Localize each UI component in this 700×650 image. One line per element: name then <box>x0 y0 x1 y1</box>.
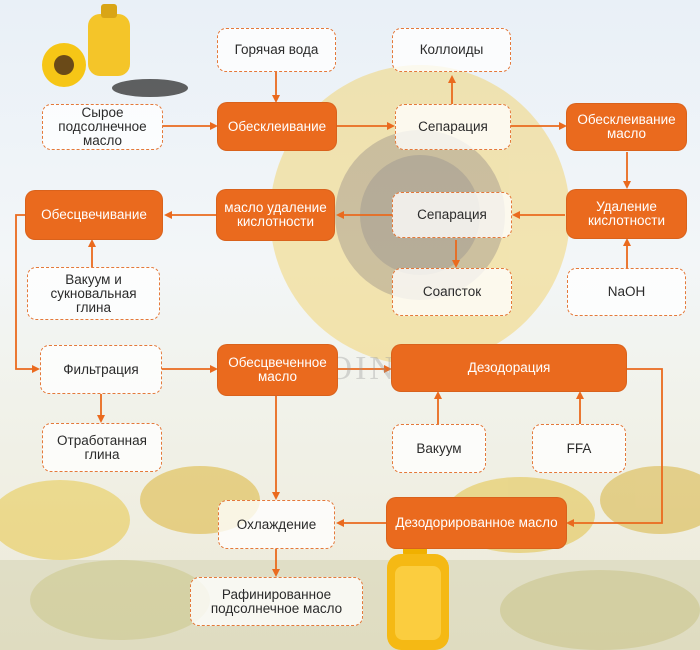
node-soapstock: Соапсток <box>392 268 512 316</box>
node-deodorized-oil: Дезодорированное масло <box>387 498 566 548</box>
node-colloids: Коллоиды <box>392 28 511 72</box>
node-refined-oil: Рафинированное подсолнечное масло <box>190 577 363 626</box>
node-cooling: Охлаждение <box>218 500 335 549</box>
node-acid-removal: Удаление кислотности <box>567 190 686 238</box>
arrowheads <box>32 75 631 577</box>
node-spent-clay: Отработанная глина <box>42 423 162 472</box>
node-degummed-oil: Обесклеивание масло <box>567 104 686 150</box>
node-ffa: FFA <box>532 424 626 473</box>
node-hot-water: Горячая вода <box>217 28 336 72</box>
node-crude-oil: Сырое подсолнечное масло <box>42 104 163 150</box>
connector-lines <box>15 72 663 572</box>
node-vacuum-clay: Вакуум и сукновальная глина <box>27 267 160 320</box>
node-degumming: Обесклеивание <box>218 103 336 150</box>
oil-bottle-icon <box>387 542 449 650</box>
node-deodorization: Дезодорация <box>392 345 626 391</box>
node-separation-2: Сепарация <box>392 192 512 238</box>
node-filtration: Фильтрация <box>40 345 162 394</box>
node-vacuum: Вакуум <box>392 424 486 473</box>
node-bleaching: Обесцвечивание <box>26 191 162 239</box>
node-deacid-oil: масло удаление кислотности <box>217 190 334 240</box>
node-naoh: NaOH <box>567 268 686 316</box>
node-separation-1: Сепарация <box>395 104 511 150</box>
node-bleached-oil: Обесцвеченное масло <box>218 345 337 395</box>
corner-sunflower-oil-icon <box>42 4 188 97</box>
